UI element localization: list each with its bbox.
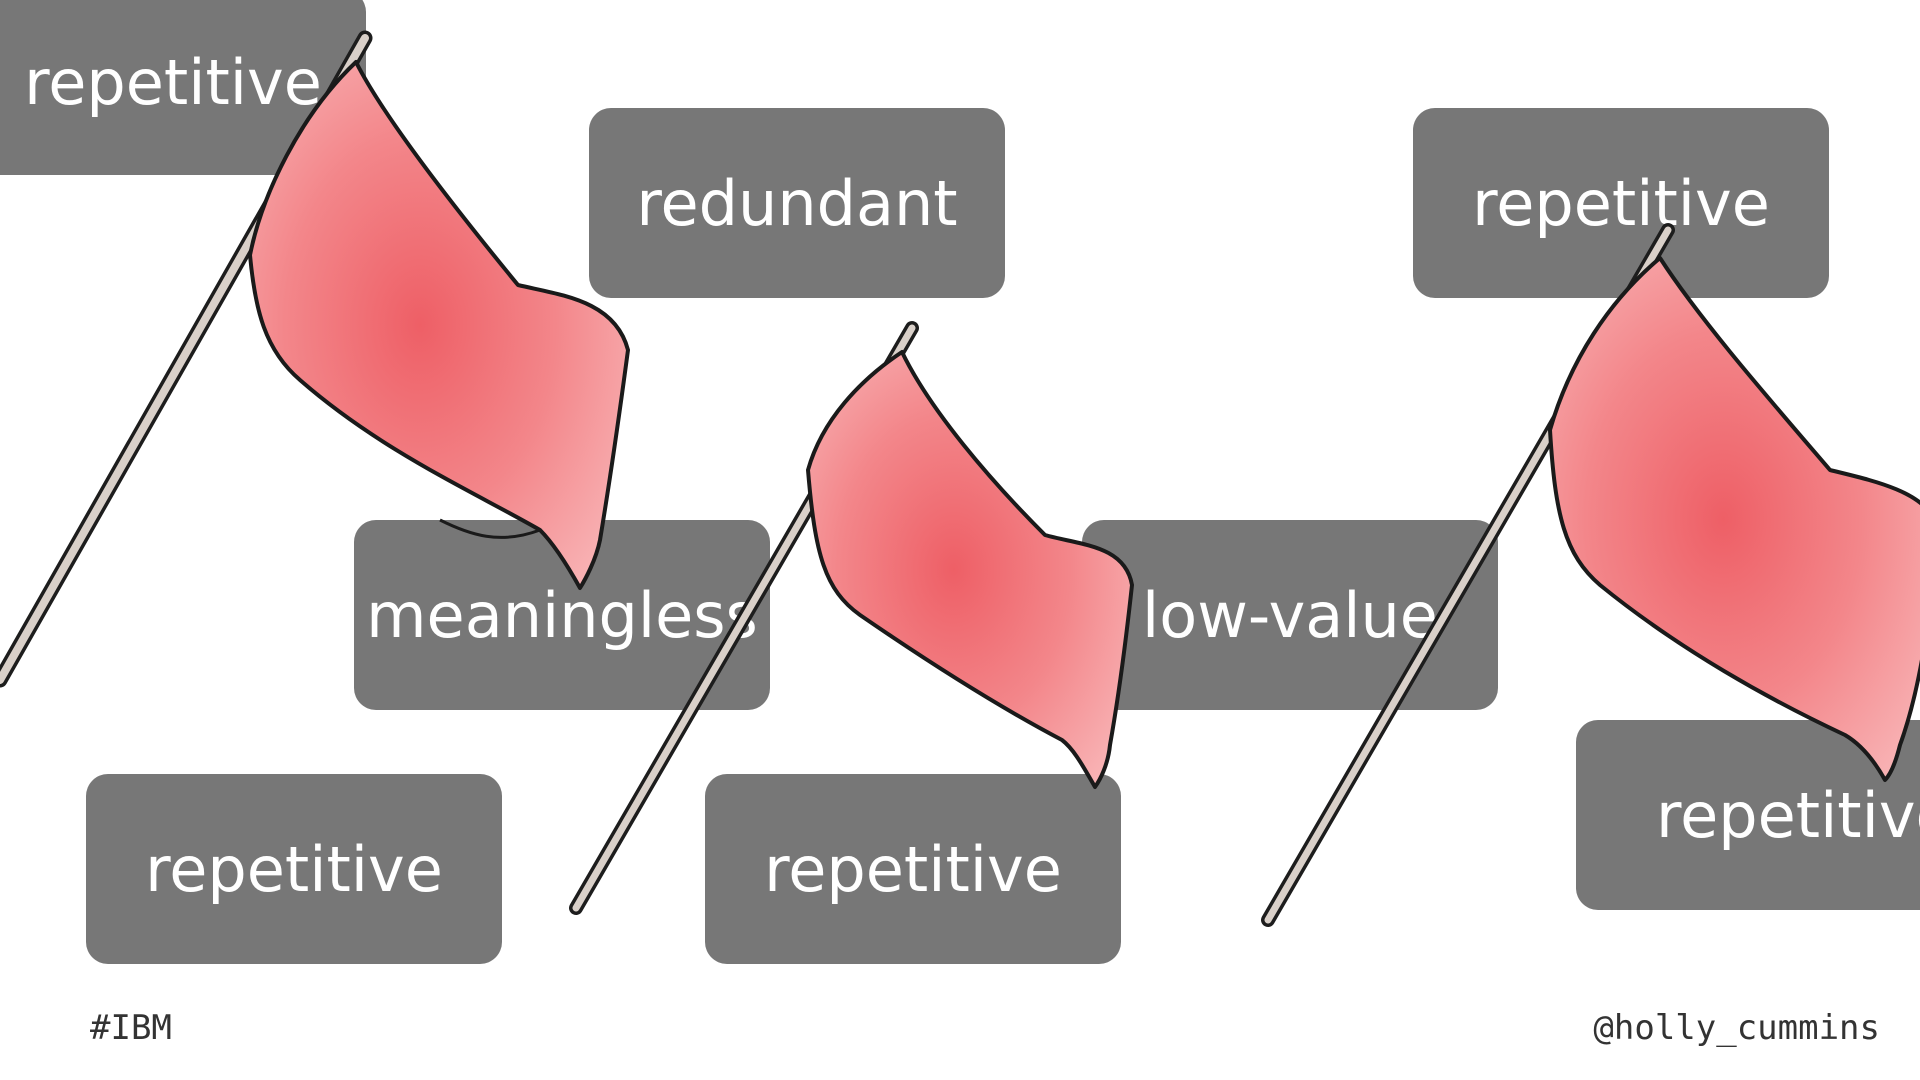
red-flag-icon xyxy=(0,30,630,688)
tag-label: low-value xyxy=(1142,578,1438,652)
tag-low-value: low-value xyxy=(1082,520,1498,710)
tag-repetitive-top-right: repetitive xyxy=(1413,108,1829,298)
tag-repetitive-top-left: repetitive xyxy=(0,0,366,175)
tag-meaningless: meaningless xyxy=(354,520,770,710)
red-flag-icon xyxy=(569,321,1134,915)
tag-repetitive-bottom-right: repetitive xyxy=(1576,720,1920,910)
footer-hashtag: #IBM xyxy=(90,1008,172,1048)
red-flag-icon xyxy=(1261,223,1920,927)
tag-label: repetitive xyxy=(145,832,443,906)
tag-label: meaningless xyxy=(366,578,758,652)
tag-label: repetitive xyxy=(1472,166,1770,240)
tag-redundant: redundant xyxy=(589,108,1005,298)
tag-label: redundant xyxy=(636,166,958,240)
tag-label: repetitive xyxy=(24,46,322,119)
footer-handle: @holly_cummins xyxy=(1593,1008,1880,1048)
tag-repetitive-bottom-left: repetitive xyxy=(86,774,502,964)
tag-label: repetitive xyxy=(1656,778,1920,852)
tag-label: repetitive xyxy=(764,832,1062,906)
tag-repetitive-bottom-middle: repetitive xyxy=(705,774,1121,964)
